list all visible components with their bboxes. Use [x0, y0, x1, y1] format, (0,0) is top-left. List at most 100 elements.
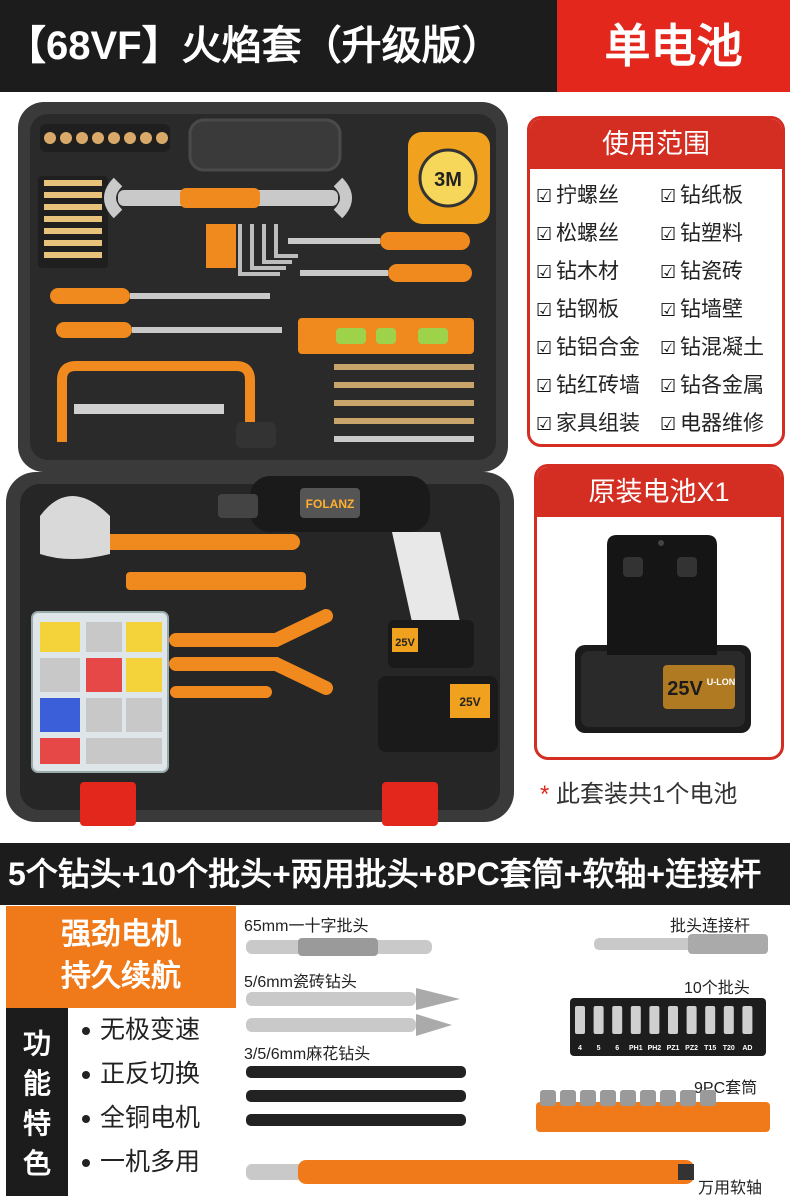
tile-drill-bits [246, 988, 460, 1036]
motor-line-1: 强劲电机 [61, 918, 181, 951]
checkbox-checked-icon: ☑ [536, 186, 553, 206]
usage-item: ☑钻纸板 [660, 177, 782, 215]
usage-item: ☑家具组装 [536, 405, 660, 443]
accessories-showcase: 65mm一十字批头 5/6mm瓷砖钻头 3/5/6mm麻花钻头 批头连接杆 10… [238, 906, 790, 1200]
usage-item: ☑钻塑料 [660, 215, 782, 253]
hex-key-set [238, 224, 298, 276]
toolbox-illustration: 3M [6, 102, 514, 826]
bullet-icon [82, 1115, 90, 1124]
usage-scope-panel: 使用范围 ☑拧螺丝 ☑钻纸板 ☑松螺丝 ☑钻塑料 ☑钻木材 ☑钻瓷砖 ☑钻钢板 … [527, 116, 785, 447]
usage-item: ☑钻各金属 [660, 367, 782, 405]
tape-measure: 3M [408, 132, 490, 224]
spirit-level [298, 318, 474, 354]
bit-tip [649, 1006, 660, 1034]
checkbox-checked-icon: ☑ [536, 300, 553, 320]
extension-rod-label: 批头连接杆 [670, 918, 751, 935]
tape-label: 3M [434, 169, 462, 191]
bit-tip [668, 1006, 678, 1034]
checkbox-checked-icon: ☑ [660, 338, 677, 358]
usage-item: ☑钻红砖墙 [536, 367, 660, 405]
double-bit-label: 65mm一十字批头 [244, 918, 369, 935]
note-asterisk: * [540, 781, 550, 808]
bit-name: PZ1 [667, 1045, 680, 1052]
accessories-banner: 5个钻头+10个批头+两用批头+8PC套筒+软轴+连接杆 [0, 843, 790, 905]
usage-item: ☑钻木材 [536, 253, 660, 291]
original-battery-panel: 原装电池X1 25V U-LON [534, 464, 784, 760]
bit-tip [593, 1006, 604, 1034]
bit-name: 4 [578, 1045, 582, 1052]
features-side-label: 功 能 特 色 [6, 1008, 68, 1196]
checkbox-checked-icon: ☑ [660, 224, 677, 244]
double-ended-bit [246, 938, 432, 956]
feature-item: 正反切换 [70, 1052, 236, 1096]
usage-item: ☑钻铝合金 [536, 329, 660, 367]
usage-scope-heading: 使用范围 [530, 119, 782, 169]
bit-set-left [38, 176, 108, 268]
feature-item: 一机多用 [70, 1140, 236, 1184]
checkbox-checked-icon: ☑ [660, 186, 677, 206]
bit-tip [630, 1006, 641, 1034]
checkbox-checked-icon: ☑ [536, 414, 553, 434]
battery-voltage: 25V [667, 678, 703, 700]
checkbox-checked-icon: ☑ [660, 300, 677, 320]
checkbox-checked-icon: ☑ [536, 338, 553, 358]
usage-item: ☑钻钢板 [536, 291, 660, 329]
battery-image: 25V U-LON [575, 535, 751, 733]
bit-tip [723, 1006, 734, 1034]
product-title: 【68VF】火焰套（升级版） [6, 24, 502, 68]
bit-name: PH2 [648, 1045, 662, 1052]
bullet-icon [82, 1159, 90, 1168]
usage-item: ☑松螺丝 [536, 215, 660, 253]
battery-brand: U-LON [707, 677, 736, 687]
motor-line-2: 持久续航 [61, 960, 181, 993]
hacksaw [57, 361, 276, 448]
screw-anchor-box [31, 611, 169, 773]
usage-item: ☑钻瓷砖 [660, 253, 782, 291]
features-list: 无极变速 正反切换 全铜电机 一机多用 [70, 1008, 236, 1184]
note-text: 此套装共1个电池 [556, 781, 738, 808]
twist-bits-label: 3/5/6mm麻花钻头 [244, 1046, 371, 1063]
spare-battery: 25V [378, 676, 498, 752]
extension-rod [594, 934, 768, 954]
feature-item: 全铜电机 [70, 1096, 236, 1140]
flex-shaft [246, 1160, 694, 1184]
usage-item: ☑电器维修 [660, 405, 782, 443]
toolbox-image: 3M [0, 92, 520, 842]
screwdrivers [50, 232, 472, 338]
bullet-icon [82, 1071, 90, 1080]
bit-name: PH1 [629, 1045, 643, 1052]
bit-holder-orange [206, 224, 236, 268]
usage-item: ☑拧螺丝 [536, 177, 660, 215]
drill-battery-label: 25V [395, 637, 415, 649]
header-bar: 【68VF】火焰套（升级版） 单电池 [0, 0, 790, 92]
utility-knife [126, 572, 306, 590]
feature-item: 无极变速 [70, 1008, 236, 1052]
bits-label: 10个批头 [684, 980, 750, 997]
battery-count-note: * 此套装共1个电池 [540, 774, 785, 809]
spare-battery-label: 25V [459, 695, 480, 709]
cordless-drill: FOLANZ 25V [218, 476, 474, 668]
checkbox-checked-icon: ☑ [660, 414, 677, 434]
motor-highlight: 强劲电机 持久续航 [6, 906, 236, 1008]
bit-name: 6 [615, 1045, 619, 1052]
twist-drill-bits [246, 1066, 466, 1126]
adjustable-wrench [104, 177, 352, 219]
original-battery-heading: 原装电池X1 [537, 467, 781, 517]
checkbox-checked-icon: ☑ [660, 262, 677, 282]
checkbox-checked-icon: ☑ [536, 224, 553, 244]
bit-name: T15 [704, 1045, 716, 1052]
bit-name: PZ2 [685, 1045, 698, 1052]
usage-list: ☑拧螺丝 ☑钻纸板 ☑松螺丝 ☑钻塑料 ☑钻木材 ☑钻瓷砖 ☑钻钢板 ☑钻墙壁 … [530, 169, 782, 443]
bullet-icon [82, 1027, 90, 1036]
case-latches [80, 782, 438, 826]
checkbox-checked-icon: ☑ [660, 376, 677, 396]
checkbox-checked-icon: ☑ [536, 376, 553, 396]
usage-item: ☑钻墙壁 [660, 291, 782, 329]
flex-shaft-label: 万用软轴 [698, 1180, 763, 1197]
drill-bits [334, 364, 474, 442]
bit-tip [742, 1006, 753, 1034]
bit-tip [686, 1006, 697, 1034]
tile-bits-label: 5/6mm瓷砖钻头 [244, 974, 357, 991]
bit-tip [705, 1006, 716, 1034]
